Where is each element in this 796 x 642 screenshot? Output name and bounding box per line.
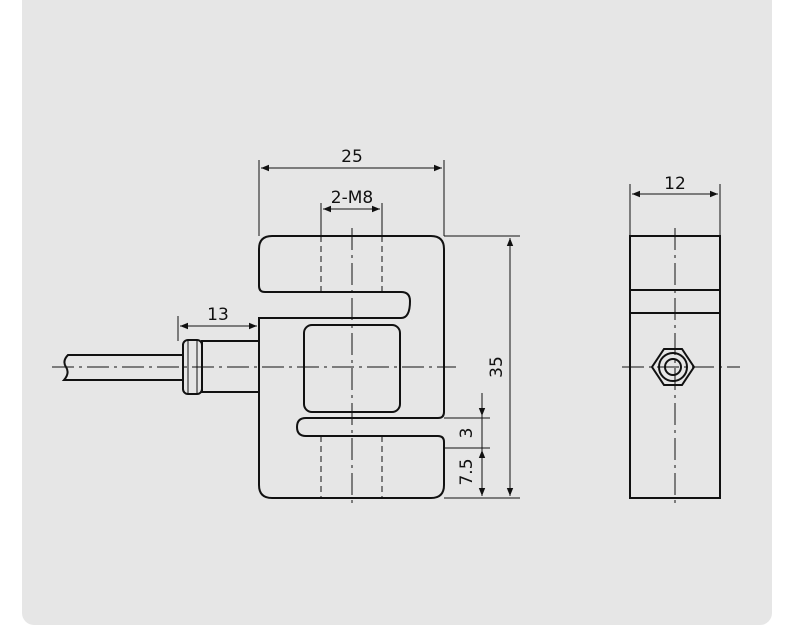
dim-label-3: 3 xyxy=(457,428,477,439)
dimension-width: 25 xyxy=(258,147,445,236)
dim-label-thread: 2-M8 xyxy=(331,188,373,208)
s-beam-body xyxy=(258,235,445,499)
dimension-cable: 13 xyxy=(177,305,257,341)
dim-label-12: 12 xyxy=(664,174,686,194)
dim-label-25: 25 xyxy=(341,147,363,167)
dimension-side-width: 12 xyxy=(629,174,721,236)
dim-label-7-5: 7.5 xyxy=(457,458,477,485)
front-view xyxy=(52,228,456,505)
dimension-slot-offset: 7.5 xyxy=(457,450,486,496)
dim-label-13: 13 xyxy=(207,305,229,325)
cable xyxy=(61,354,183,381)
dim-label-35: 35 xyxy=(487,356,507,378)
cable-connector xyxy=(182,339,260,395)
front-centerlines xyxy=(52,228,456,505)
dimension-height: 35 xyxy=(444,235,520,499)
side-view xyxy=(622,228,740,505)
dimension-slot: 3 xyxy=(444,393,490,450)
dimension-thread: 2-M8 xyxy=(320,188,383,236)
thread-hidden-lines xyxy=(320,236,383,498)
